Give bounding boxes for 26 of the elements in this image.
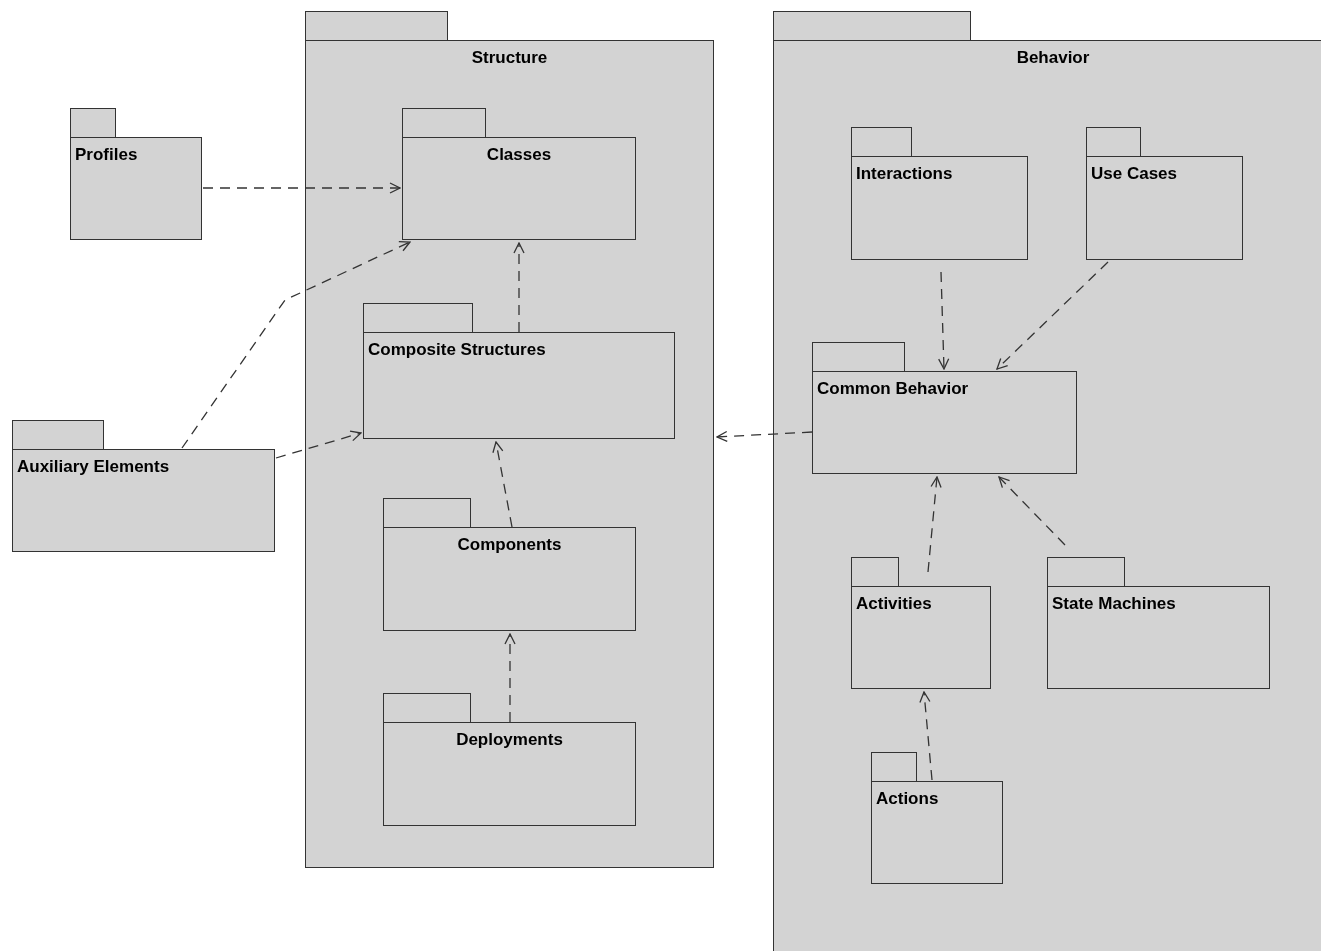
dependency-arrow <box>927 476 942 573</box>
dependency-arrow <box>504 633 516 723</box>
package-name: Activities <box>856 594 932 614</box>
dependency-arrow <box>938 271 950 370</box>
dependency-arrow <box>996 261 1109 370</box>
package-name: Use Cases <box>1091 164 1177 184</box>
package-name: Interactions <box>856 164 953 184</box>
dependency-arrow <box>998 476 1066 546</box>
package-name: Components <box>457 535 562 555</box>
dependency-arrow <box>716 430 813 443</box>
package-name: Profiles <box>75 145 138 165</box>
package-name: Composite Structures <box>368 340 546 360</box>
package-name: Classes <box>486 145 552 165</box>
dependency-arrow <box>202 182 401 194</box>
package-name: State Machines <box>1052 594 1176 614</box>
dependency-arrow <box>492 441 513 528</box>
dependency-arrow <box>919 691 933 781</box>
package-name: Auxiliary Elements <box>17 457 170 477</box>
package-name: Behavior <box>1016 48 1090 68</box>
dependency-arrow <box>275 430 362 459</box>
package-name: Common Behavior <box>817 379 969 399</box>
package-name: Actions <box>876 789 939 809</box>
package-name: Deployments <box>456 730 563 750</box>
dependency-arrow <box>181 241 411 449</box>
dependency-arrow <box>513 242 525 333</box>
package-name: Structure <box>471 48 548 68</box>
